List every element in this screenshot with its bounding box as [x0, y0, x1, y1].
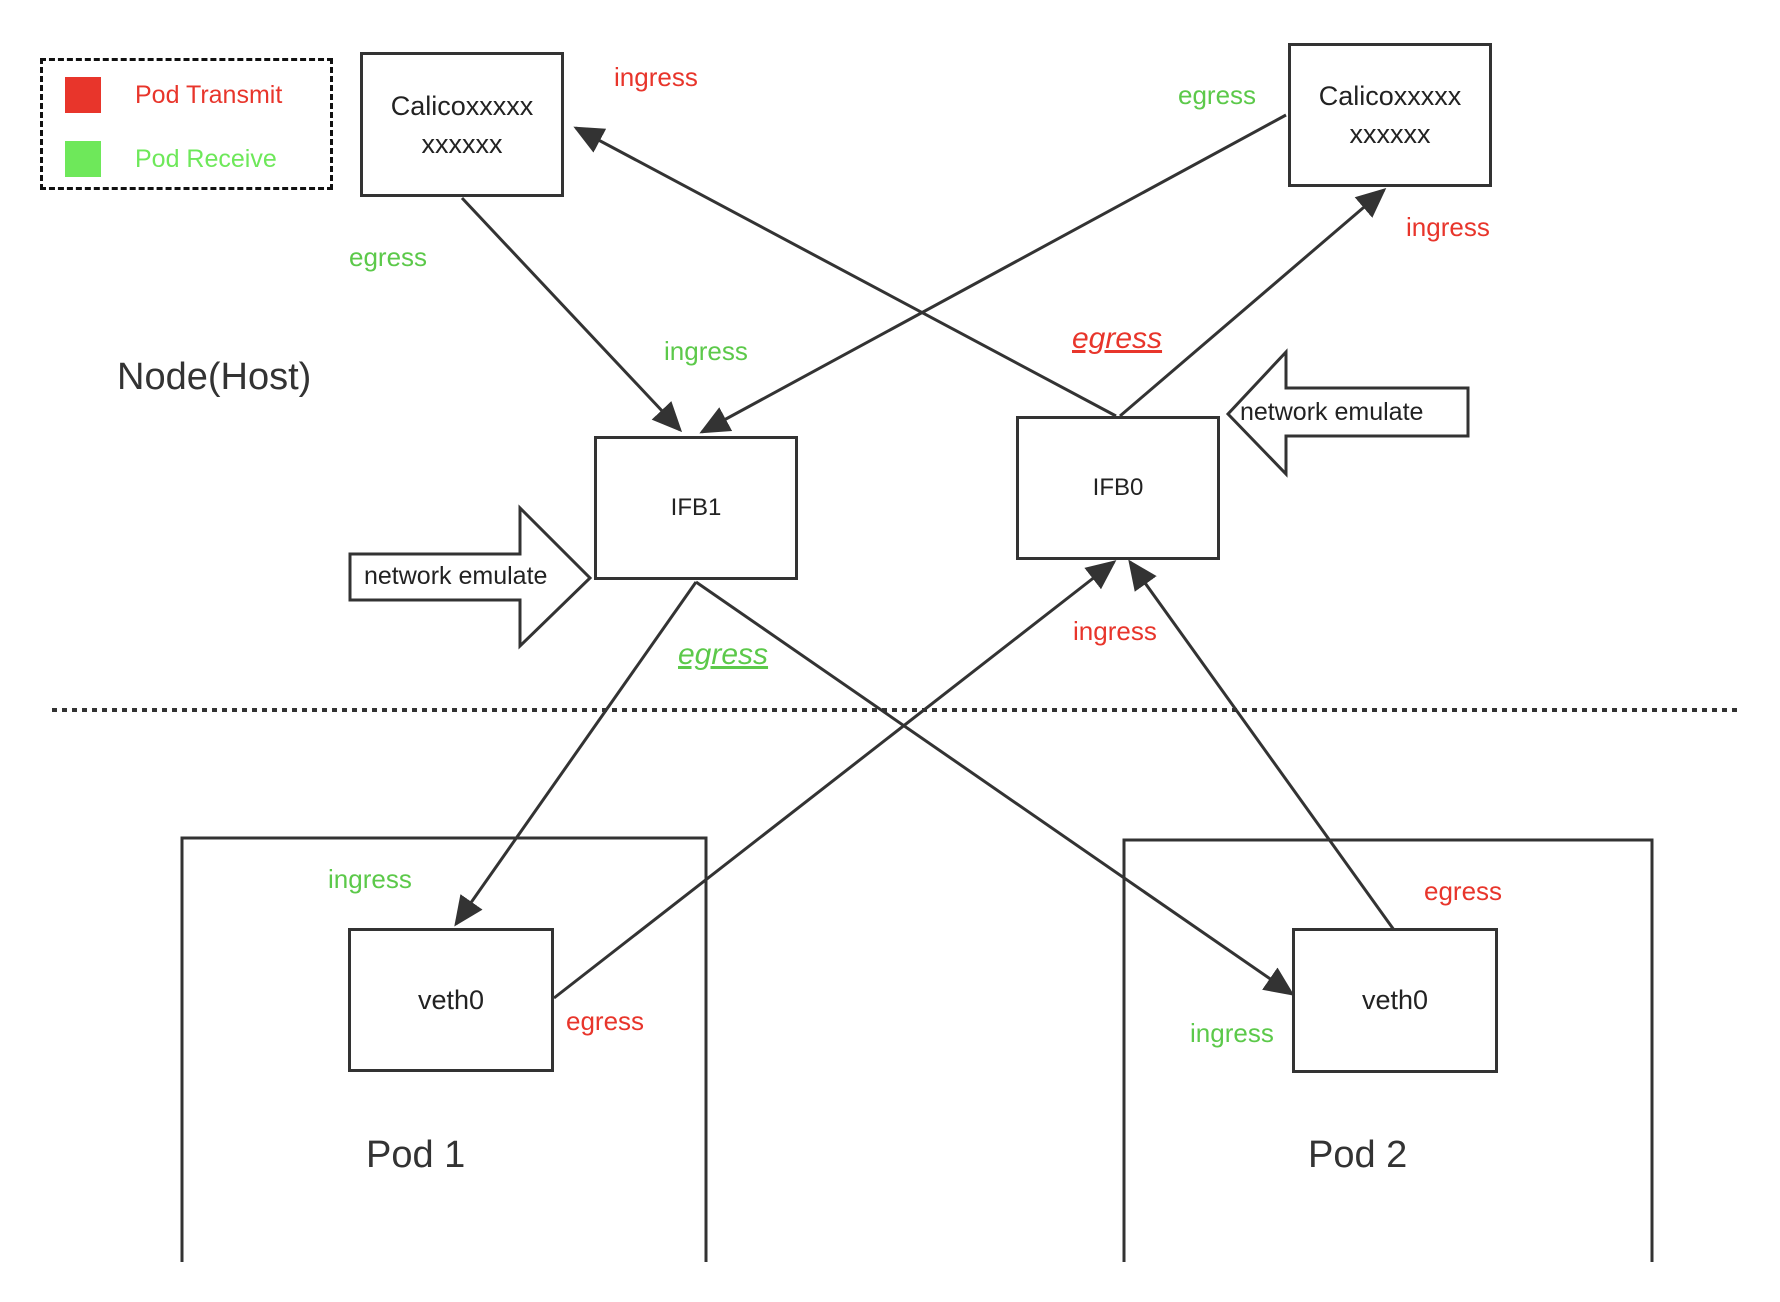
arrow-veth-left-to-ifb0 — [553, 560, 1117, 1000]
arrow-ifb1-to-veth-left — [454, 581, 698, 927]
emulate-left-label: network emulate — [364, 562, 548, 590]
calico-left-line1: Calicoxxxxx — [390, 90, 534, 121]
veth-right-ingress-label: ingress — [1190, 1018, 1274, 1048]
veth-left-label: veth0 — [417, 984, 485, 1015]
arrow-ifb0-to-calico-right — [1119, 188, 1387, 418]
calico-left-box: Calicoxxxxx xxxxxx — [360, 52, 564, 197]
emulate-arrow-right-outline — [1225, 348, 1470, 478]
legend-receive-swatch — [65, 141, 101, 177]
ifb1-box: IFB1 — [594, 436, 798, 580]
ifb1-egress-label: egress — [678, 638, 769, 671]
veth-right-egress-label: egress — [1424, 876, 1503, 906]
ifb0-egress-label: egress — [1072, 322, 1163, 355]
pod1-label: Pod 1 — [366, 1134, 466, 1176]
ifb1-ingress-label: ingress — [664, 336, 748, 366]
pod1-container — [180, 836, 708, 1262]
calico-left-ingress-label: ingress — [614, 62, 698, 92]
node-host-label: Node(Host) — [117, 356, 312, 398]
arrow-ifb1-to-veth-right — [695, 580, 1295, 996]
ifb0-label: IFB0 — [1092, 474, 1144, 501]
emulate-right-label: network emulate — [1240, 398, 1424, 426]
calico-right-ingress-label: ingress — [1406, 212, 1490, 242]
calico-left-line2: xxxxxx — [421, 128, 503, 159]
ifb0-ingress-label: ingress — [1073, 616, 1157, 646]
legend: Pod Transmit Pod Receive — [40, 58, 333, 190]
arrow-veth-right-to-ifb0 — [1128, 559, 1396, 931]
arrow-calico-left-to-ifb1 — [460, 196, 683, 433]
veth-left-box: veth0 — [348, 928, 554, 1072]
calico-right-egress-label: egress — [1178, 80, 1257, 110]
ifb1-label: IFB1 — [670, 494, 722, 521]
veth-right-box: veth0 — [1292, 928, 1498, 1073]
veth-right-label: veth0 — [1361, 985, 1429, 1015]
pod2-label: Pod 2 — [1308, 1134, 1408, 1176]
veth-left-ingress-label: ingress — [328, 864, 412, 894]
pod2-container — [1122, 838, 1654, 1262]
arrow-ifb0-to-calico-left — [573, 126, 1117, 418]
emulate-arrow-left-shape — [348, 504, 593, 650]
calico-right-line1: Calicoxxxxx — [1318, 81, 1462, 111]
calico-right-box: Calicoxxxxx xxxxxx — [1288, 43, 1492, 187]
ifb0-box: IFB0 — [1016, 416, 1220, 560]
legend-transmit-swatch — [65, 77, 101, 113]
legend-transmit-label: Pod Transmit — [135, 81, 283, 109]
calico-left-egress-label: egress — [349, 242, 428, 272]
calico-right-line2: xxxxxx — [1349, 119, 1431, 149]
arrow-calico-right-to-ifb1 — [699, 113, 1287, 434]
veth-left-egress-label: egress — [566, 1006, 645, 1036]
legend-receive-label: Pod Receive — [135, 145, 277, 173]
